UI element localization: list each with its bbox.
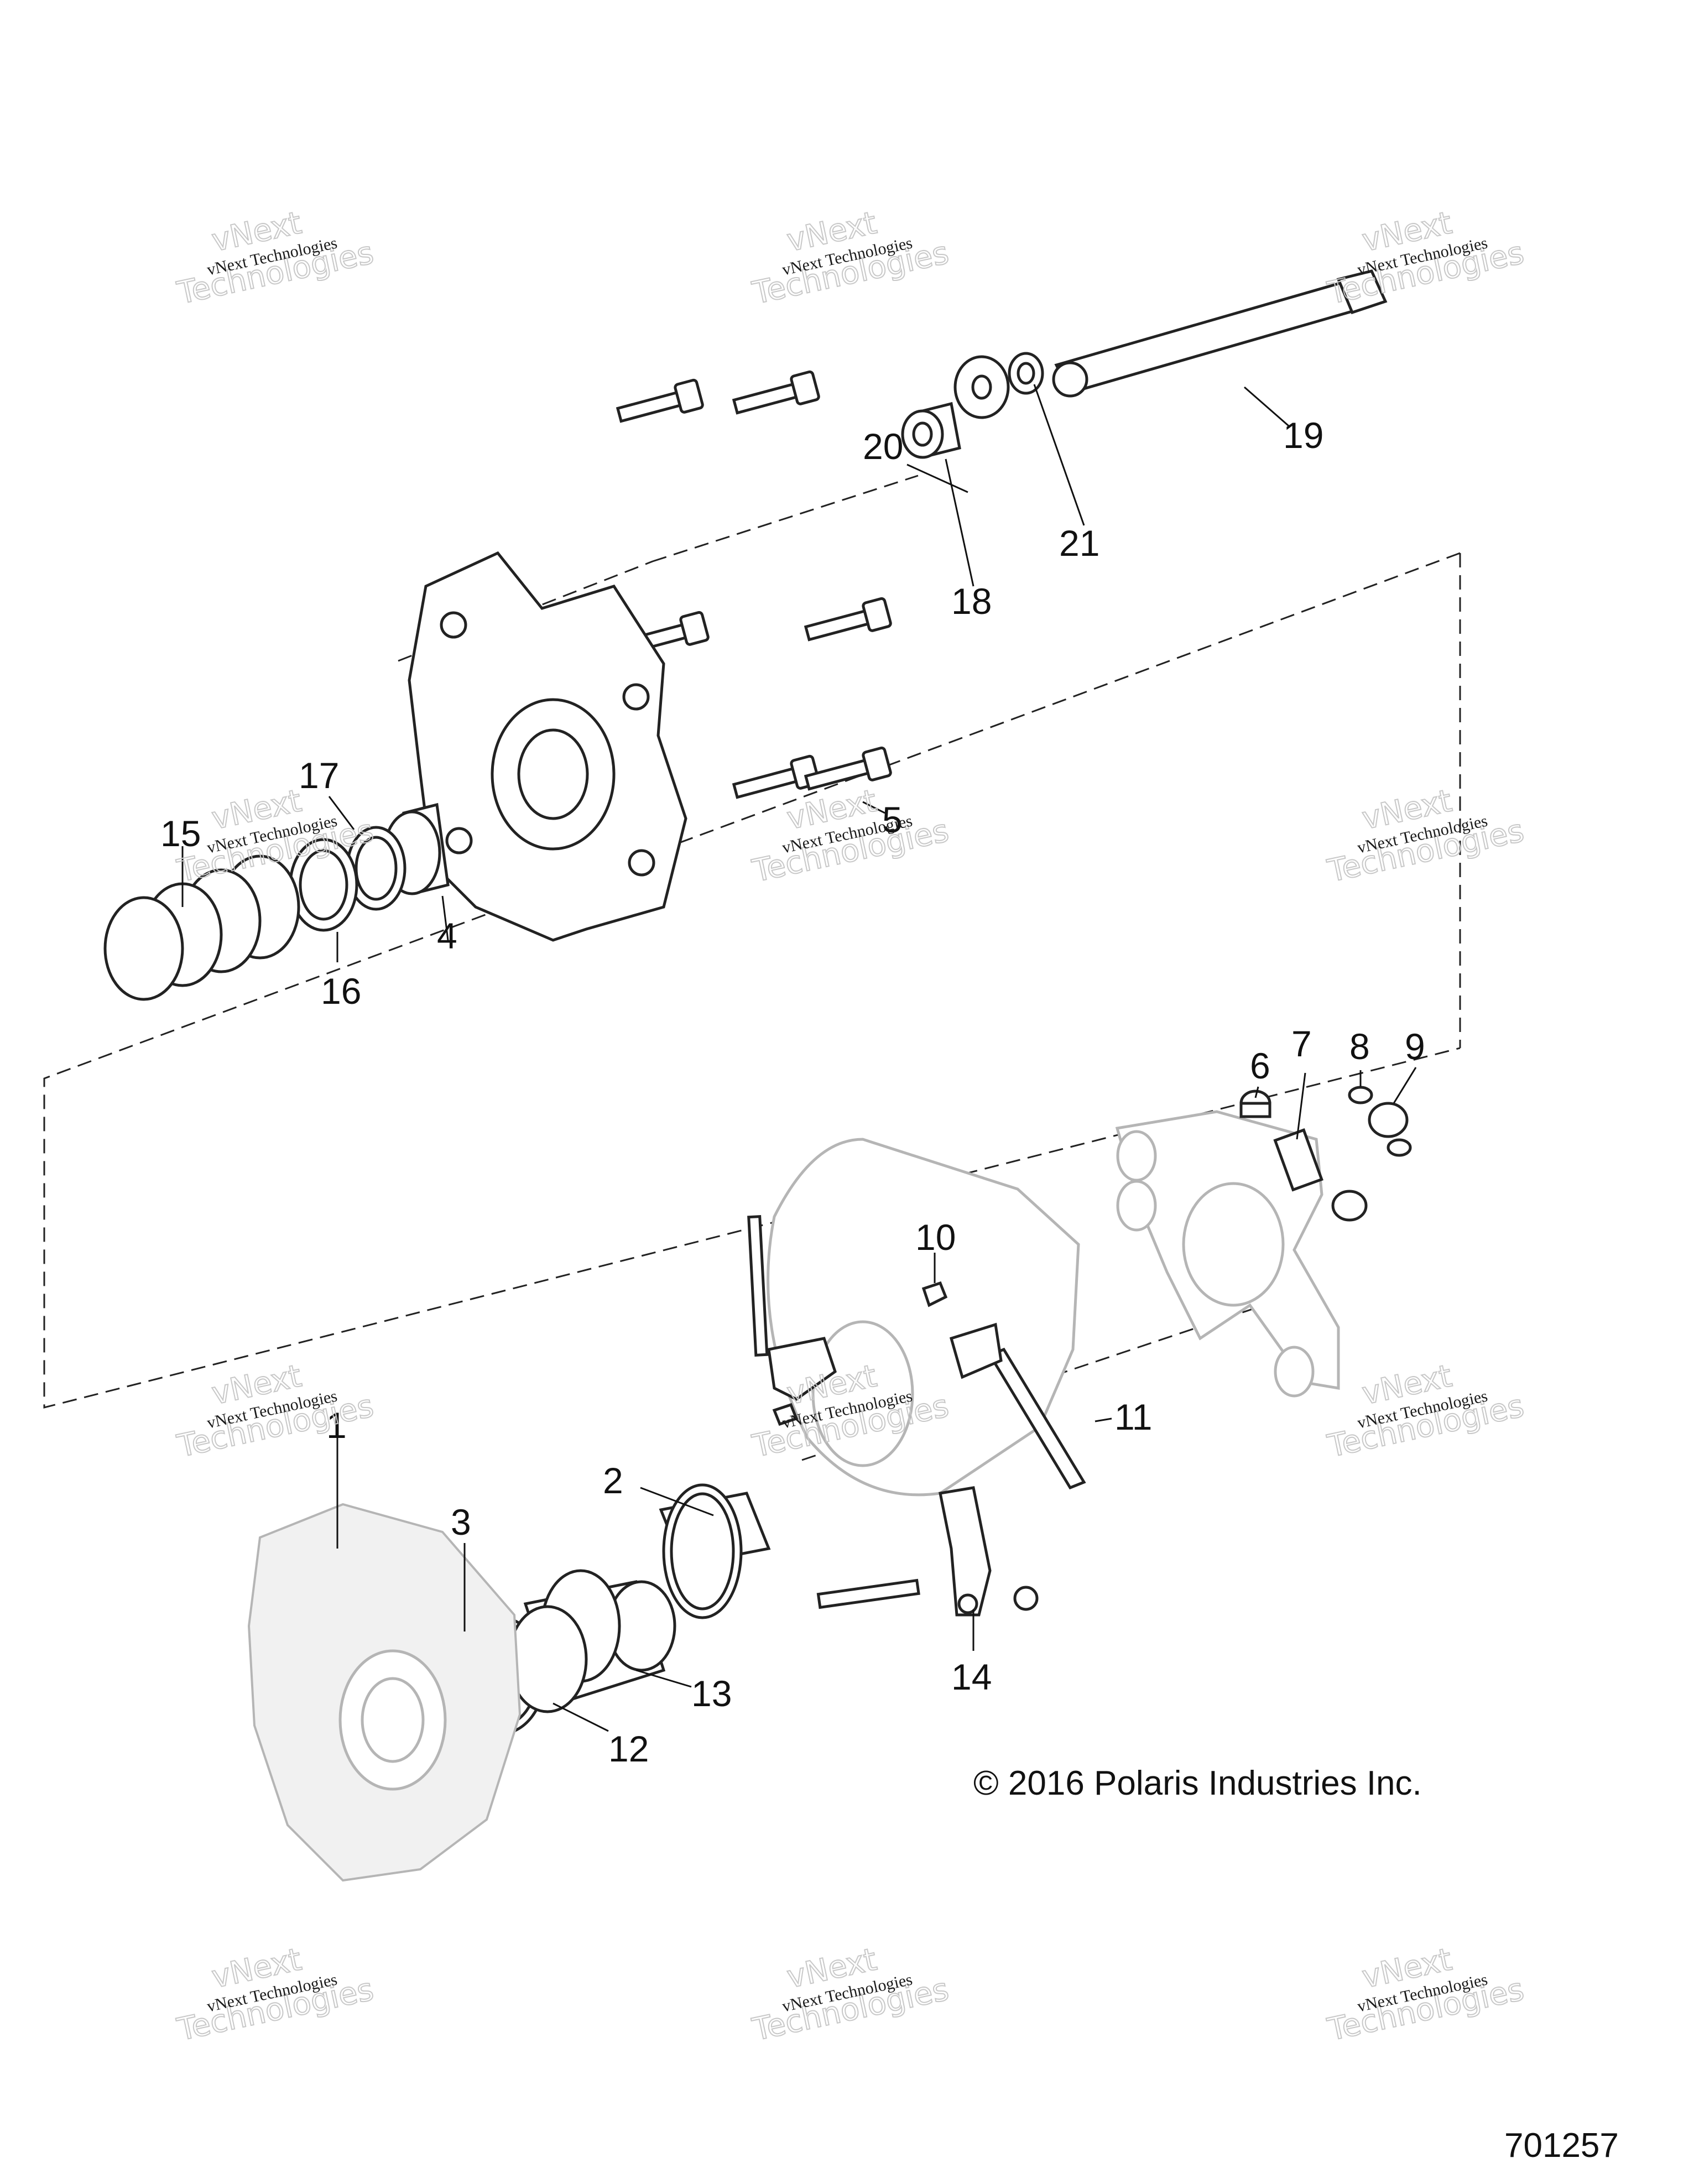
callout-16: 16 xyxy=(321,932,361,1012)
part-6-roller xyxy=(1239,1090,1271,1118)
watermark: vNext Technologies vNext Technologies xyxy=(749,205,952,312)
callout-1: 1 xyxy=(326,1405,347,1549)
svg-text:13: 13 xyxy=(691,1673,732,1714)
callout-11: 11 xyxy=(1095,1396,1153,1437)
assembly-boundary xyxy=(43,475,1461,1461)
watermark: vNext Technologies vNext Technologies xyxy=(1324,205,1528,312)
svg-text:11: 11 xyxy=(1114,1396,1153,1437)
svg-text:5: 5 xyxy=(882,799,903,840)
callout-20: 20 xyxy=(863,426,968,493)
svg-text:19: 19 xyxy=(1283,415,1323,456)
callout-5: 5 xyxy=(862,799,903,840)
callout-19: 19 xyxy=(1244,386,1323,456)
watermark: vNext Technologies vNext Technologies xyxy=(1324,783,1528,890)
part-12-bushing xyxy=(507,1605,588,1713)
part-14-weight xyxy=(816,1486,1039,1617)
svg-text:20: 20 xyxy=(863,426,903,467)
callout-10: 10 xyxy=(915,1217,956,1283)
part-8-clip xyxy=(1348,1086,1412,1157)
part-21-washer xyxy=(1008,352,1044,395)
watermark: vNext Technologies vNext Technologies xyxy=(174,1358,377,1466)
svg-text:10: 10 xyxy=(915,1217,956,1258)
svg-text:15: 15 xyxy=(160,813,201,854)
callout-17: 17 xyxy=(299,755,355,830)
part-5-bolts xyxy=(616,370,892,799)
svg-text:2: 2 xyxy=(603,1460,623,1501)
callout-14: 14 xyxy=(951,1609,992,1697)
callout-8: 8 xyxy=(1349,1026,1370,1087)
part-15-spring xyxy=(103,854,300,1001)
part-11-pin xyxy=(747,1215,1086,1490)
svg-text:9: 9 xyxy=(1405,1026,1425,1067)
part-7-pin xyxy=(1273,1128,1323,1192)
callout-18: 18 xyxy=(945,458,992,622)
callout-3: 3 xyxy=(451,1502,471,1632)
callouts: 1 2 3 4 5 6 7 8 9 10 11 12 13 14 15 16 1… xyxy=(160,384,1425,1769)
watermark: vNext Technologies vNext Technologies xyxy=(1324,1941,1528,2049)
svg-text:21: 21 xyxy=(1059,523,1099,564)
svg-text:17: 17 xyxy=(299,755,339,796)
callout-9: 9 xyxy=(1393,1026,1425,1104)
watermark: vNext Technologies vNext Technologies xyxy=(174,1941,377,2049)
svg-text:3: 3 xyxy=(451,1502,471,1542)
svg-text:8: 8 xyxy=(1349,1026,1370,1067)
cover-housing xyxy=(408,551,687,942)
callout-12: 12 xyxy=(553,1702,649,1769)
callout-6: 6 xyxy=(1250,1045,1270,1098)
drawing-number: 701257 xyxy=(1504,2126,1619,2165)
watermark: vNext Technologies vNext Technologies xyxy=(174,205,377,312)
part-17-ring xyxy=(346,826,406,911)
svg-text:1: 1 xyxy=(326,1405,347,1446)
part-10-nut xyxy=(921,1281,948,1307)
callout-21: 21 xyxy=(1033,384,1099,564)
part-9-roller xyxy=(1331,1102,1409,1222)
callout-15: 15 xyxy=(160,813,201,907)
spider-assembly xyxy=(1115,1110,1340,1398)
part-18-spacer xyxy=(901,402,961,459)
watermark: vNext Technologies vNext Technologies xyxy=(1324,1358,1528,1466)
svg-text:14: 14 xyxy=(951,1656,992,1697)
svg-text:4: 4 xyxy=(437,915,457,956)
callout-7: 7 xyxy=(1291,1023,1312,1140)
callout-4: 4 xyxy=(437,895,457,956)
svg-text:16: 16 xyxy=(321,971,361,1012)
part-19-bolt xyxy=(1052,269,1388,398)
svg-text:7: 7 xyxy=(1291,1023,1312,1064)
copyright-text: © 2016 Polaris Industries Inc. xyxy=(973,1764,1422,1802)
callout-2: 2 xyxy=(603,1460,714,1516)
arm-part xyxy=(767,1337,837,1426)
part-16-ring xyxy=(289,838,358,932)
part-1-fixed-sheave xyxy=(247,1503,522,1882)
part-2-sleeve xyxy=(659,1483,771,1619)
moveable-sheave xyxy=(767,1138,1080,1497)
callout-13: 13 xyxy=(635,1669,732,1714)
svg-text:6: 6 xyxy=(1250,1045,1270,1086)
svg-text:12: 12 xyxy=(608,1728,649,1769)
watermark: vNext Technologies vNext Technologies xyxy=(749,1941,952,2049)
part-20-washer xyxy=(953,355,1010,419)
svg-text:18: 18 xyxy=(951,581,992,622)
